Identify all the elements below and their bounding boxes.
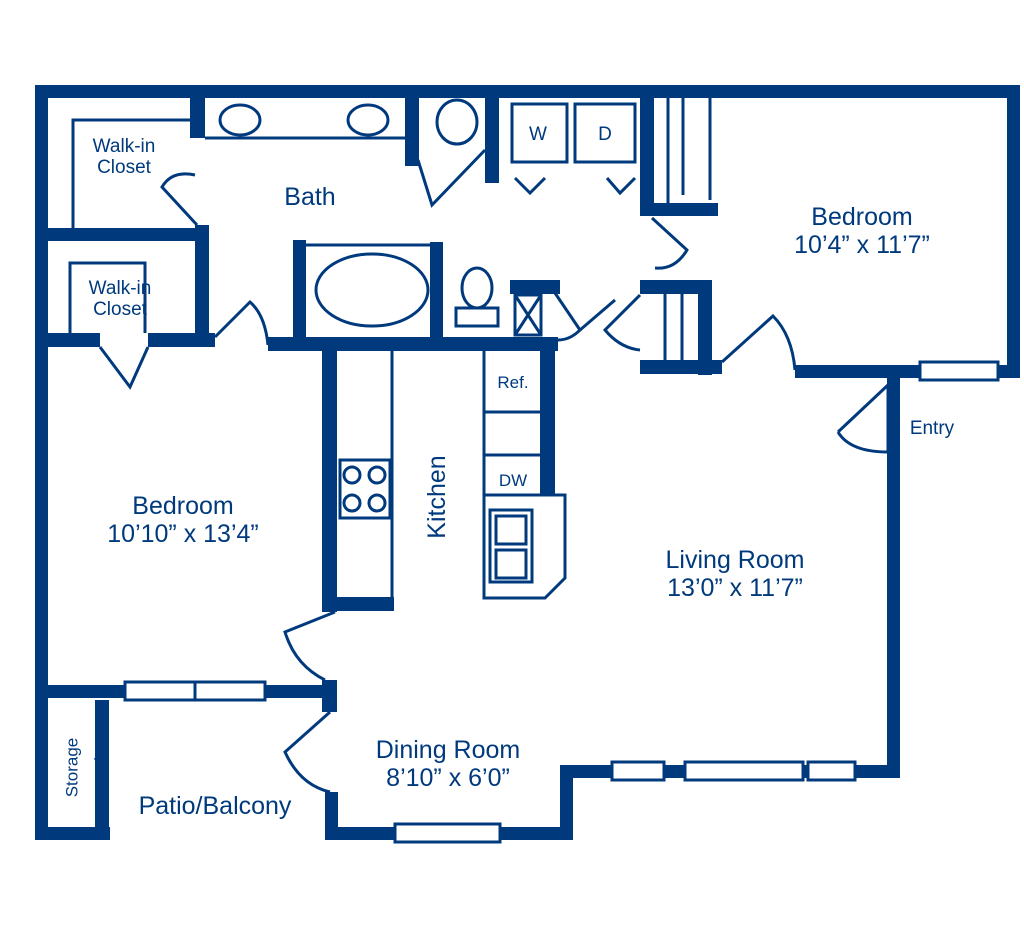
wall [560, 765, 573, 840]
dryer-label: D [598, 124, 612, 145]
wall-entry [887, 378, 900, 778]
wall [430, 242, 443, 342]
wall [268, 337, 558, 351]
wall [35, 827, 110, 840]
kitchen-label: Kitchen [423, 455, 451, 539]
refrigerator-label: Ref. [497, 373, 529, 392]
wall [293, 240, 306, 340]
wall [485, 98, 499, 183]
wall [640, 98, 654, 216]
wall [640, 280, 712, 294]
wall [510, 280, 560, 294]
wall [698, 280, 712, 375]
wall [640, 360, 722, 374]
bath-label: Bath [284, 183, 336, 211]
window [806, 760, 857, 782]
wall [322, 340, 337, 612]
wall-storage [95, 700, 109, 840]
entry-label: Entry [909, 418, 955, 439]
patio-label: Patio/Balcony [138, 792, 292, 820]
wall [35, 333, 100, 347]
wall [148, 333, 215, 347]
wall [322, 597, 394, 611]
window [393, 822, 502, 844]
storage-label: Storage [62, 737, 82, 798]
wall [322, 680, 337, 712]
wall [540, 340, 555, 495]
window [918, 360, 1000, 382]
wall-left [35, 85, 48, 840]
walk-in-closet-label: Walk-in Closet [88, 278, 152, 321]
wall [35, 228, 205, 241]
walk-in-closet-label: Walk-in Closet [92, 136, 156, 179]
wall [325, 792, 338, 840]
dishwasher-label: DW [498, 471, 528, 490]
washer-label: W [529, 124, 547, 145]
wall-top [35, 85, 1020, 98]
wall [195, 225, 209, 345]
window [683, 760, 805, 782]
window [610, 760, 666, 782]
wall [405, 98, 419, 166]
wall [640, 203, 718, 216]
wall [190, 98, 205, 138]
wall-right-bedroom [1007, 85, 1020, 378]
